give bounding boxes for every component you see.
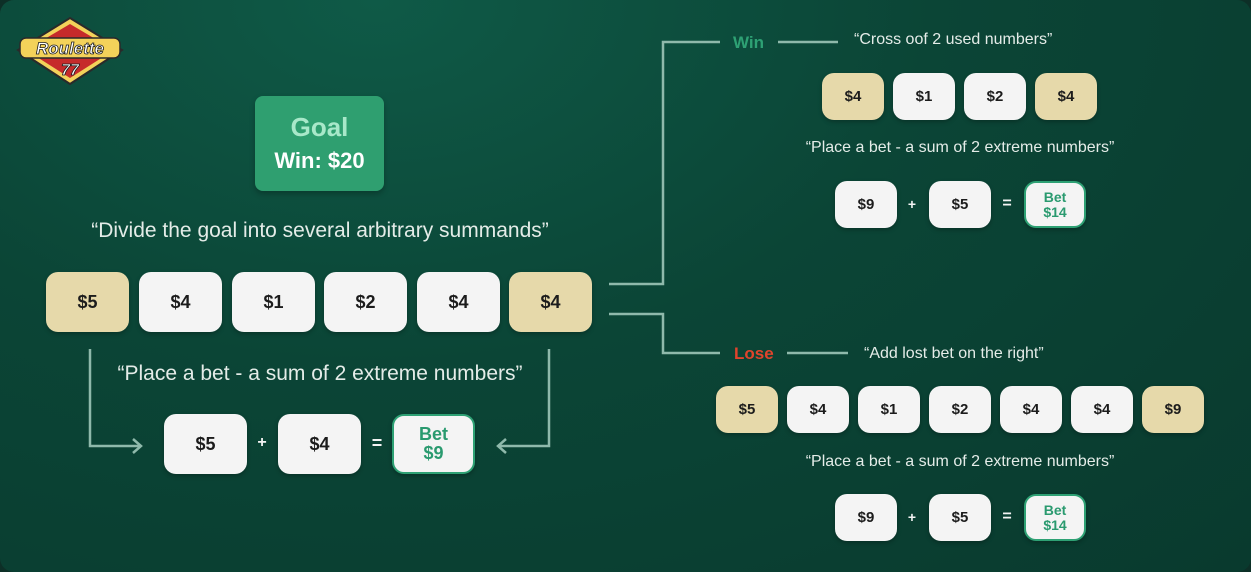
left-number-chip: $2 — [324, 272, 407, 332]
bet-label: Bet — [418, 424, 448, 445]
goal-title: Goal — [290, 112, 349, 143]
win-number-chip: $1 — [893, 73, 955, 120]
win-eq-operand-a: $9 — [835, 181, 897, 228]
left-eq-operand-b: $4 — [278, 414, 361, 474]
bet-label: Bet — [1043, 501, 1067, 518]
win-number-chip: $4 — [822, 73, 884, 120]
win-branch-line — [609, 40, 720, 286]
lose-number-chip: $5 — [716, 386, 778, 433]
left-bet-chip: Bet $9 — [392, 414, 475, 474]
equals-sign: = — [1002, 508, 1012, 525]
logo-text-line2: 77 — [61, 62, 80, 79]
left-arrow-head — [132, 438, 143, 454]
bet-label: Bet — [1043, 188, 1067, 205]
left-number-chip: $1 — [232, 272, 315, 332]
goal-box: Goal Win: $20 — [255, 96, 384, 191]
lose-number-chip: $4 — [787, 386, 849, 433]
goal-win: Win: $20 — [274, 147, 365, 173]
lose-eq-operand-a: $9 — [835, 494, 897, 541]
win-quote: “Cross oof 2 used numbers” — [854, 31, 1053, 48]
lose-quote: “Add lost bet on the right” — [864, 345, 1044, 362]
plus-sign: + — [907, 196, 917, 212]
lose-branch-line — [609, 312, 720, 355]
win-label: Win — [733, 33, 765, 52]
bet-value: $14 — [1043, 516, 1067, 533]
plus-sign: + — [257, 434, 267, 451]
left-number-chip: $4 — [509, 272, 592, 332]
logo-text-line1: Roulette — [36, 39, 104, 58]
equals-sign: = — [371, 433, 383, 453]
bet-value: $14 — [1043, 203, 1067, 220]
roulette-77-logo: Roulette 77 — [16, 16, 124, 86]
lose-label: Lose — [734, 344, 774, 363]
lose-number-chip: $4 — [1071, 386, 1133, 433]
win-bet-quote: “Place a bet - a sum of 2 extreme number… — [805, 139, 1115, 156]
left-number-chip: $4 — [139, 272, 222, 332]
lose-bet-chip: Bet $14 — [1024, 494, 1086, 541]
win-number-chip: $4 — [1035, 73, 1097, 120]
lose-number-chip: $4 — [1000, 386, 1062, 433]
left-eq-operand-a: $5 — [164, 414, 247, 474]
plus-sign: + — [907, 509, 917, 525]
right-arrow-line — [499, 349, 551, 448]
equals-sign: = — [1002, 195, 1012, 212]
left-arrow-line — [88, 349, 140, 448]
bet-value: $9 — [423, 443, 444, 463]
left-bet-quote: “Place a bet - a sum of 2 extreme number… — [117, 362, 523, 385]
lose-bet-quote: “Place a bet - a sum of 2 extreme number… — [805, 453, 1115, 470]
win-eq-operand-b: $5 — [929, 181, 991, 228]
win-bet-chip: Bet $14 — [1024, 181, 1086, 228]
right-arrow-head — [496, 438, 507, 454]
lose-number-chip: $1 — [858, 386, 920, 433]
left-number-chip: $4 — [417, 272, 500, 332]
win-number-chip: $2 — [964, 73, 1026, 120]
divide-quote: “Divide the goal into several arbitrary … — [91, 219, 549, 242]
lose-number-chip: $9 — [1142, 386, 1204, 433]
left-number-chip: $5 — [46, 272, 129, 332]
lose-number-chip: $2 — [929, 386, 991, 433]
lose-eq-operand-b: $5 — [929, 494, 991, 541]
